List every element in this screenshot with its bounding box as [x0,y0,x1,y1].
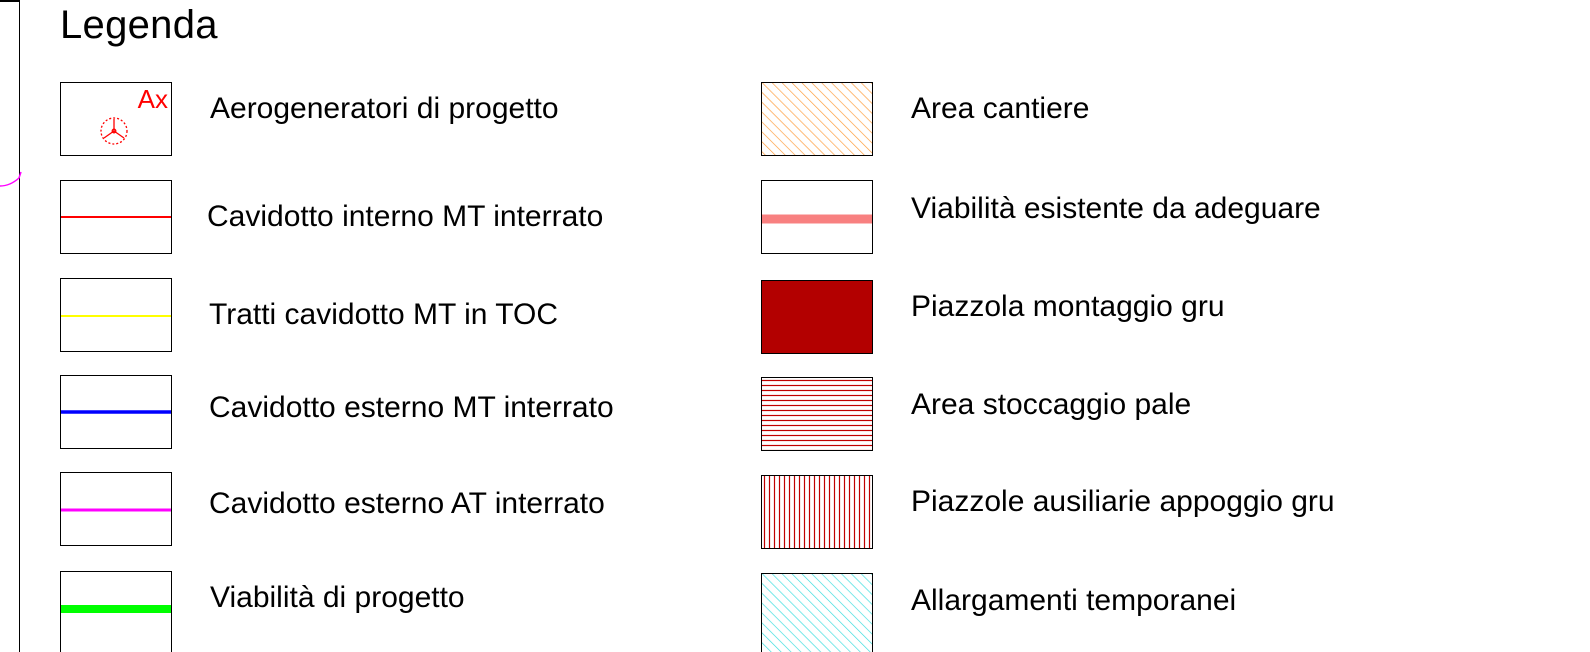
map-frame-border [0,0,20,652]
blade-storage-symbol [761,377,873,451]
toc-cable-symbol [60,278,172,352]
legend-label-area-cantiere: Area cantiere [911,92,1090,125]
wind-turbine-symbol: Ax [60,82,172,156]
legend-label-piazzola-montaggio: Piazzola montaggio gru [911,290,1225,323]
external-mt-cable-symbol [60,375,172,449]
legend-label-cavidotto-esterno-at: Cavidotto esterno AT interrato [209,487,605,520]
legend-label-viabilita-esistente: Viabilità esistente da adeguare [911,192,1321,225]
turbine-id-label: Ax [137,84,168,114]
project-road-symbol [60,571,172,652]
legend-label-allargamenti: Allargamenti temporanei [911,584,1237,617]
legend-label-aerogeneratori: Aerogeneratori di progetto [210,92,559,125]
map-edge-line [0,171,22,187]
construction-area-symbol [761,82,873,156]
legend-label-piazzole-ausiliarie: Piazzole ausiliarie appoggio gru [911,485,1335,518]
temporary-widening-symbol [761,573,873,652]
legend-label-cavidotto-esterno-mt: Cavidotto esterno MT interrato [209,391,614,424]
external-at-cable-symbol [60,472,172,546]
auxiliary-crane-platform-symbol [761,475,873,549]
crane-platform-symbol [761,280,873,354]
wind-turbine-icon [100,117,128,145]
legend-title: Legenda [60,3,218,47]
internal-mt-cable-symbol [60,180,172,254]
existing-road-upgrade-symbol [761,180,873,254]
legend-label-tratti-toc: Tratti cavidotto MT in TOC [209,298,558,331]
legend-label-cavidotto-interno: Cavidotto interno MT interrato [207,200,604,233]
map-frame-corner [0,0,20,2]
legend-label-area-stoccaggio: Area stoccaggio pale [911,388,1192,421]
legend-label-viabilita-progetto: Viabilità di progetto [210,581,465,614]
